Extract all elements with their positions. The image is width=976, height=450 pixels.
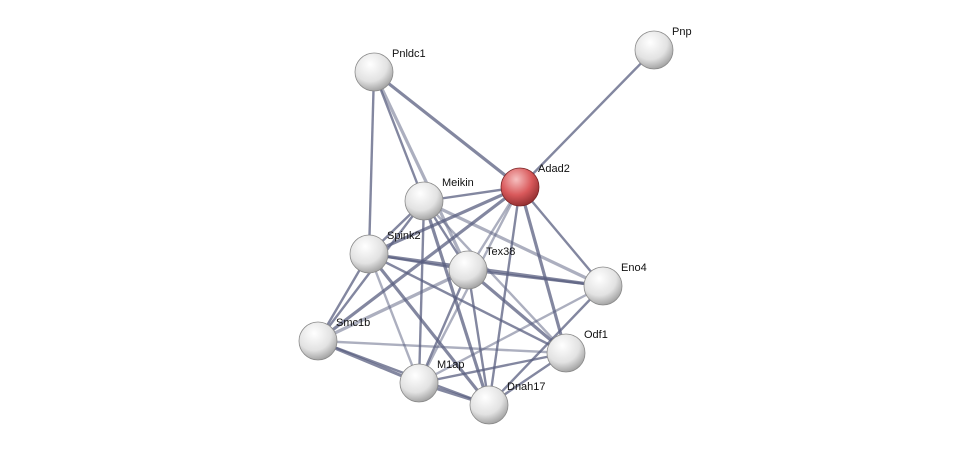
node-sphere[interactable] <box>634 30 674 70</box>
edge-eno4-m1ap[interactable] <box>418 284 604 385</box>
node-pnp[interactable]: Pnp <box>634 26 692 70</box>
node-eno4[interactable]: Eno4 <box>583 262 647 306</box>
edge-m1ap-odf1[interactable] <box>418 351 567 385</box>
edge-eno4-dnah17[interactable] <box>488 285 604 406</box>
edge-adad2-odf1[interactable] <box>518 186 568 354</box>
node-label: Pnldc1 <box>392 48 426 60</box>
edge-adad2-smc1b[interactable] <box>317 185 521 343</box>
edge-tex38-odf1[interactable] <box>466 268 568 355</box>
edge-adad2-spink2[interactable] <box>368 185 521 256</box>
edge-meikin-eno4[interactable] <box>423 199 604 288</box>
node-sphere[interactable] <box>448 250 488 290</box>
node-meikin[interactable]: Meikin <box>404 177 474 221</box>
node-label: Eno4 <box>621 262 647 274</box>
edge-spink2-m1ap[interactable] <box>367 253 421 384</box>
node-label: Meikin <box>442 177 474 189</box>
node-m1ap[interactable]: M1ap <box>399 359 465 403</box>
edge-tex38-dnah17[interactable] <box>466 269 491 406</box>
edge-smc1b-odf1[interactable] <box>317 339 567 355</box>
edge-pnldc1-spink2[interactable] <box>367 71 376 255</box>
node-sphere[interactable] <box>469 385 509 425</box>
edge-tex38-m1ap[interactable] <box>417 269 470 384</box>
node-tex38[interactable]: Tex38 <box>448 246 515 290</box>
node-label: Spink2 <box>387 230 421 242</box>
node-label: Tex38 <box>486 246 515 258</box>
edge-meikin-odf1[interactable] <box>423 200 567 354</box>
node-sphere[interactable] <box>404 181 444 221</box>
edge-pnldc1-meikin[interactable] <box>372 71 426 202</box>
node-smc1b[interactable]: Smc1b <box>298 317 370 361</box>
node-sphere[interactable] <box>349 234 389 274</box>
node-sphere[interactable] <box>298 321 338 361</box>
node-label: M1ap <box>437 359 465 371</box>
node-spink2[interactable]: Spink2 <box>349 230 421 274</box>
edge-pnldc1-adad2[interactable] <box>373 70 521 189</box>
node-sphere[interactable] <box>399 363 439 403</box>
node-label: Adad2 <box>538 163 570 175</box>
node-sphere[interactable] <box>500 167 540 207</box>
edge-pnp-adad2[interactable] <box>519 49 655 188</box>
node-odf1[interactable]: Odf1 <box>546 329 608 373</box>
edge-spink2-odf1[interactable] <box>368 252 567 355</box>
edge-adad2-eno4[interactable] <box>519 186 604 287</box>
node-sphere[interactable] <box>354 52 394 92</box>
node-dnah17[interactable]: Dnah17 <box>469 381 546 425</box>
edge-tex38-eno4[interactable] <box>467 268 604 288</box>
node-sphere[interactable] <box>583 266 623 306</box>
node-adad2[interactable]: Adad2 <box>500 163 570 207</box>
node-label: Pnp <box>672 26 692 38</box>
node-label: Dnah17 <box>507 381 546 393</box>
node-sphere[interactable] <box>546 333 586 373</box>
node-pnldc1[interactable]: Pnldc1 <box>354 48 426 92</box>
node-label: Smc1b <box>336 317 370 329</box>
edge-tex38-smc1b[interactable] <box>317 268 469 343</box>
node-label: Odf1 <box>584 329 608 341</box>
edge-spink2-dnah17[interactable] <box>367 253 491 406</box>
edge-adad2-dnah17[interactable] <box>487 186 522 406</box>
